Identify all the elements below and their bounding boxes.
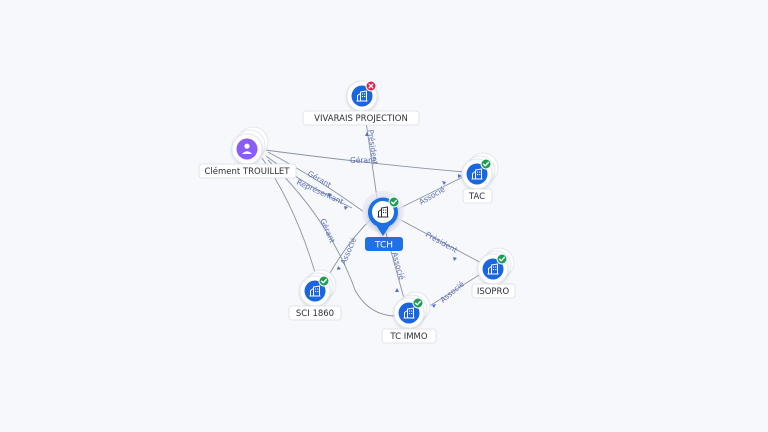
node-isopro[interactable]: ISOPRO [471,247,516,299]
user-icon [242,143,252,154]
edge-label-associe-isopro: Associé [439,279,467,304]
node-tcimmo-label: TC IMMO [389,332,428,342]
edge-label-associe-tac: Associé [418,185,447,207]
edge-label-president-isopro: Président [424,230,459,255]
edge-label-associe-sci: Associé [339,236,359,266]
arrow-tcimmo [395,288,399,292]
node-tac-label-bg [462,188,493,204]
node-clement-label: Clément TROUILLET [204,166,290,177]
arrow-tac-gerant [458,174,462,178]
node-vivarais-label-bg [302,110,420,126]
node-tac-label: TAC [468,192,485,202]
node-isopro-label-bg [471,283,516,299]
node-tac[interactable]: TAC [461,152,499,204]
node-sci-label: SCI 1860 [296,309,334,319]
edge-president-isopro [396,217,488,267]
edge-gerant-tac [264,149,466,173]
node-sci-label-bg [288,305,342,321]
edge-label-associe-tcimmo: Associé [390,251,407,281]
edge-representant [265,155,353,209]
node-clement-label-bg [198,163,297,179]
node-clement-trouillet[interactable]: Clément TROUILLET [198,126,297,179]
node-tch-label: TCH [374,241,393,251]
arrow-tch-gerant [328,193,332,197]
arrow-tcimmo-isopro [432,304,436,308]
node-vivarais-label: VIVARAIS PROJECTION [314,114,408,124]
edge-associe-isopro [419,269,488,313]
arrow-vivarais [365,132,369,136]
node-tch[interactable]: TCH [362,191,404,251]
node-tc-immo[interactable]: TC IMMO [381,291,437,344]
node-tch-label-bg [365,237,403,251]
node-sci-1860[interactable]: SCI 1860 [288,269,342,321]
node-isopro-label: ISOPRO [477,287,510,297]
arrow-isopro [453,257,457,261]
arrow-tch-repr [344,206,348,210]
node-tcimmo-label-bg [381,328,437,344]
arrow-tac-associe [442,181,446,185]
node-vivarais-projection[interactable]: VIVARAIS PROJECTION [302,80,420,126]
arrow-sci-associe [337,266,341,270]
edge-gerant-tch [267,151,365,213]
edge-associe-tac [395,175,466,211]
edge-label-gerant-sci: Gérant [318,217,337,244]
edge-label-gerant-tac: Gérant [350,156,376,165]
node-clement-circle [236,138,258,160]
edge-tch-tcimmo-curve [267,159,403,317]
